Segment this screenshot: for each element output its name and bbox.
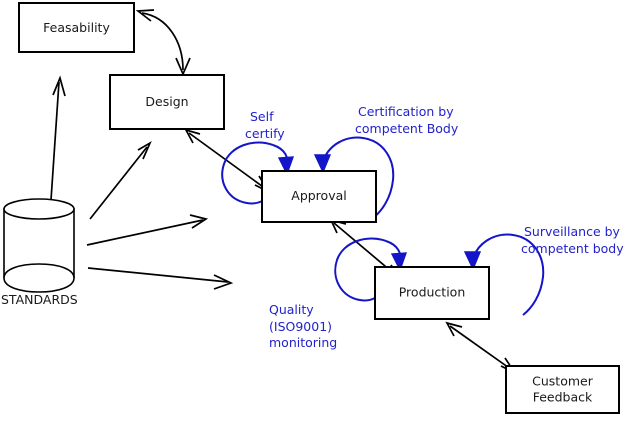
node-customer-feedback[interactable]: Customer Feedback xyxy=(505,365,620,414)
annotation-surveillance-competent-body: Surveillance by competent body xyxy=(521,224,624,256)
edge-standards-production xyxy=(87,267,234,290)
edge-production-customer-feedback xyxy=(445,321,518,376)
annotation-quality-monitoring: Quality (ISO9001) monitoring xyxy=(269,302,337,350)
node-standards-cylinder[interactable]: STANDARDS xyxy=(1,198,78,307)
loop-certification-competent-body xyxy=(313,136,395,219)
loop-surveillance-competent-body xyxy=(463,233,545,316)
annotation-self-certify: Self certify xyxy=(245,109,285,141)
annotation-certification-line2: competent Body xyxy=(355,121,459,136)
node-approval-label: Approval xyxy=(291,188,346,203)
node-feasability-label: Feasability xyxy=(43,20,110,35)
node-approval[interactable]: Approval xyxy=(261,170,377,223)
edge-design-feasability xyxy=(135,9,191,77)
loop-self-certify xyxy=(221,141,295,205)
annotation-surveillance-line2: competent body xyxy=(521,241,624,256)
node-customer-feedback-label-line1: Customer xyxy=(532,374,594,389)
annotation-certification-competent-body: Certification by competent Body xyxy=(355,104,459,136)
annotation-quality-line1: Quality xyxy=(269,302,314,317)
edge-standards-design xyxy=(89,140,152,220)
node-feasability[interactable]: Feasability xyxy=(18,2,135,53)
node-standards-label: STANDARDS xyxy=(1,292,78,307)
loop-quality-monitoring xyxy=(334,237,408,302)
annotation-certification-line1: Certification by xyxy=(358,104,454,119)
annotation-surveillance-line1: Surveillance by xyxy=(524,224,621,239)
annotation-quality-line2: (ISO9001) xyxy=(269,319,332,334)
node-customer-feedback-label-line2: Feedback xyxy=(533,390,593,405)
node-design-label: Design xyxy=(145,94,188,109)
annotation-self-certify-line1: Self xyxy=(250,109,274,124)
node-production-label: Production xyxy=(399,285,466,300)
edge-standards-approval xyxy=(86,214,209,246)
annotation-self-certify-line2: certify xyxy=(245,126,285,141)
node-design[interactable]: Design xyxy=(109,74,225,130)
annotation-quality-line3: monitoring xyxy=(269,335,337,350)
edge-standards-feasability xyxy=(50,75,66,201)
node-production[interactable]: Production xyxy=(374,266,490,320)
